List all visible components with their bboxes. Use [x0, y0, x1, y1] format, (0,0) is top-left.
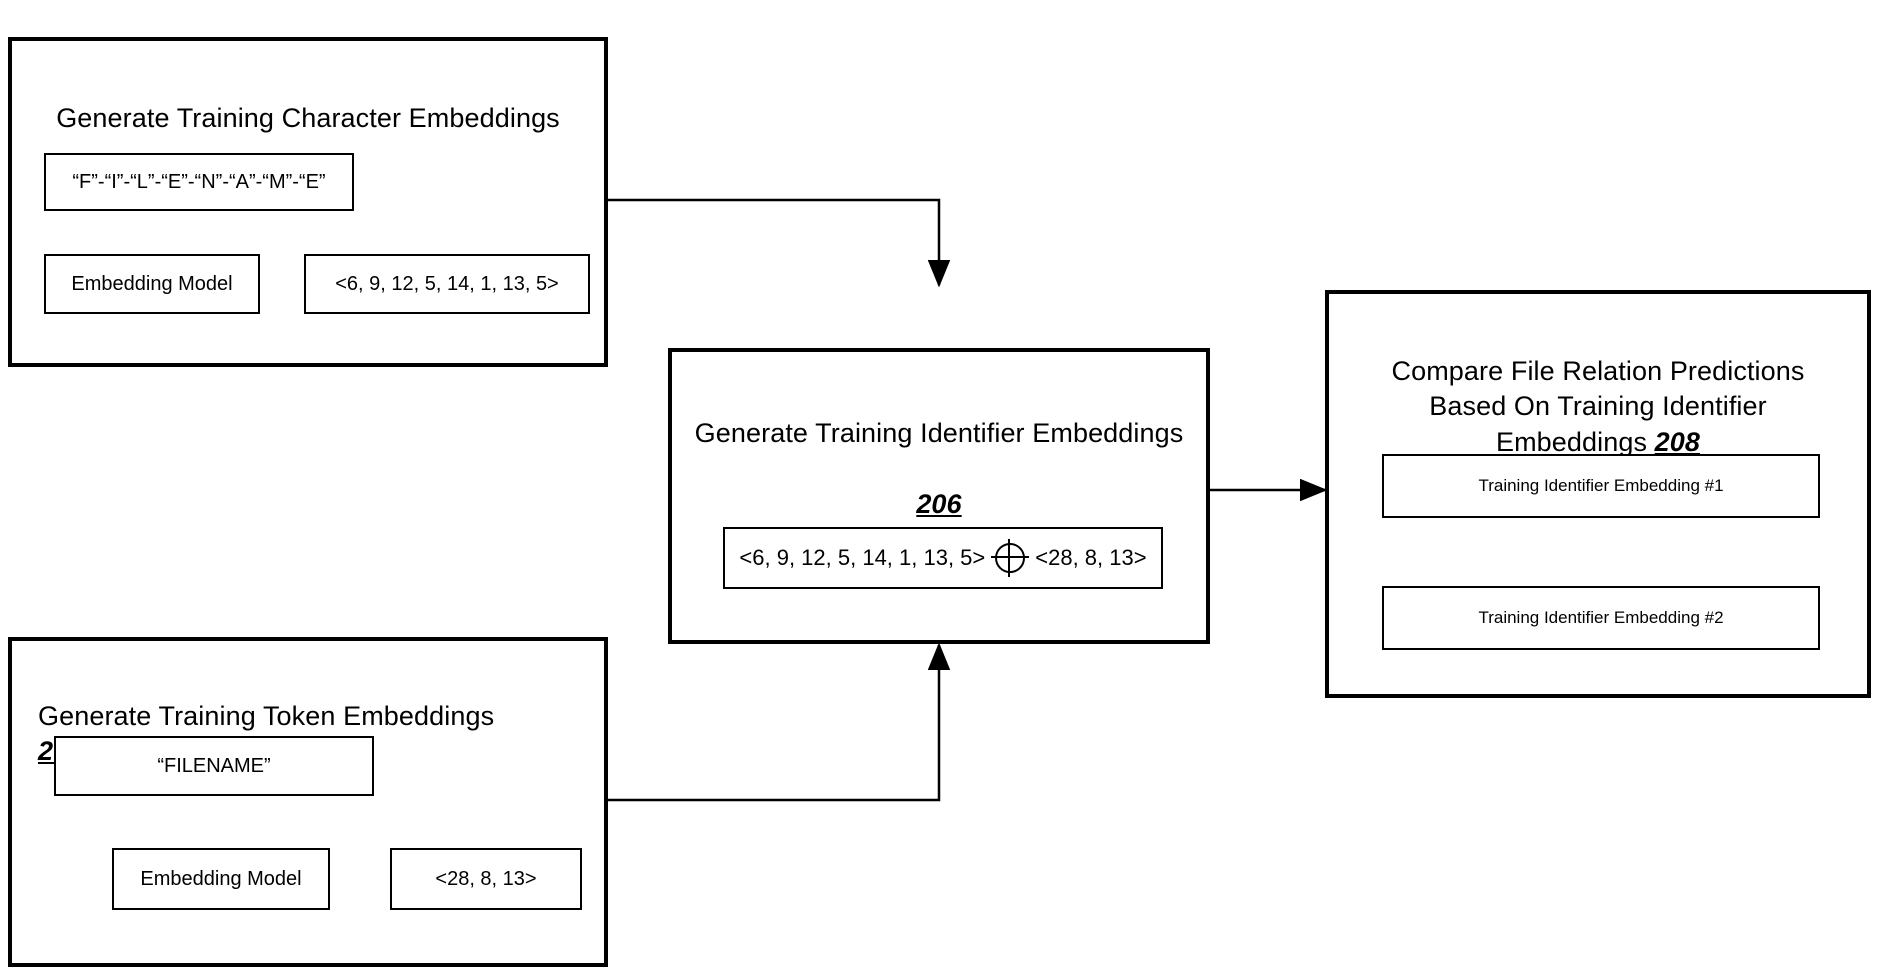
identifier-expr-right-vector: <28, 8, 13>	[1035, 545, 1147, 570]
panel-206-title-text: Generate Training Identifier Embeddings	[694, 417, 1184, 448]
panel-208-title-text: Compare File Relation Predictions Based …	[1391, 355, 1805, 457]
training-identifier-embedding-2-box: Training Identifier Embedding #2	[1382, 586, 1820, 650]
token-vector-text: <28, 8, 13>	[435, 867, 537, 890]
character-sequence-box: “F”-“I”-“L”-“E”-“N”-“A”-“M”-“E”	[44, 153, 354, 211]
panel-202-title-text: Generate Training Character Embeddings	[56, 102, 560, 133]
token-embedding-model-box: Embedding Model	[112, 848, 330, 910]
character-sequence-text: “F”-“I”-“L”-“E”-“N”-“A”-“M”-“E”	[72, 170, 326, 193]
token-sequence-text: “FILENAME”	[157, 754, 271, 777]
training-identifier-embedding-1-box: Training Identifier Embedding #1	[1382, 454, 1820, 518]
character-vector-box: <6, 9, 12, 5, 14, 1, 13, 5>	[304, 254, 590, 314]
token-sequence-box: “FILENAME”	[54, 736, 374, 796]
panel-208-ref: 208	[1654, 426, 1701, 457]
panel-206-ref: 206	[916, 488, 962, 519]
identifier-embedding-expression: <6, 9, 12, 5, 14, 1, 13, 5> <28, 8, 13>	[723, 527, 1163, 589]
panel-generate-training-identifier-embeddings: Generate Training Identifier Embeddings …	[668, 348, 1210, 644]
identifier-expr-left-vector: <6, 9, 12, 5, 14, 1, 13, 5>	[739, 545, 986, 570]
training-identifier-embedding-2-label: Training Identifier Embedding #2	[1478, 608, 1724, 627]
panel-208-title: Compare File Relation Predictions Based …	[1329, 318, 1867, 461]
circle-plus-icon	[991, 539, 1030, 577]
character-embedding-model-label: Embedding Model	[71, 272, 233, 295]
character-vector-text: <6, 9, 12, 5, 14, 1, 13, 5>	[335, 272, 559, 295]
panel-generate-training-token-embeddings: Generate Training Token Embeddings 204 “…	[8, 637, 608, 967]
panel-generate-training-character-embeddings: Generate Training Character Embeddings 2…	[8, 37, 608, 367]
token-embedding-model-label: Embedding Model	[140, 867, 302, 890]
panel-compare-file-relation-predictions: Compare File Relation Predictions Based …	[1325, 290, 1871, 698]
panel-204-title-text: Generate Training Token Embeddings	[38, 700, 495, 731]
training-identifier-embedding-1-label: Training Identifier Embedding #1	[1478, 476, 1724, 495]
token-vector-box: <28, 8, 13>	[390, 848, 582, 910]
character-embedding-model-box: Embedding Model	[44, 254, 260, 314]
panel-206-title: Generate Training Identifier Embeddings …	[672, 380, 1206, 523]
